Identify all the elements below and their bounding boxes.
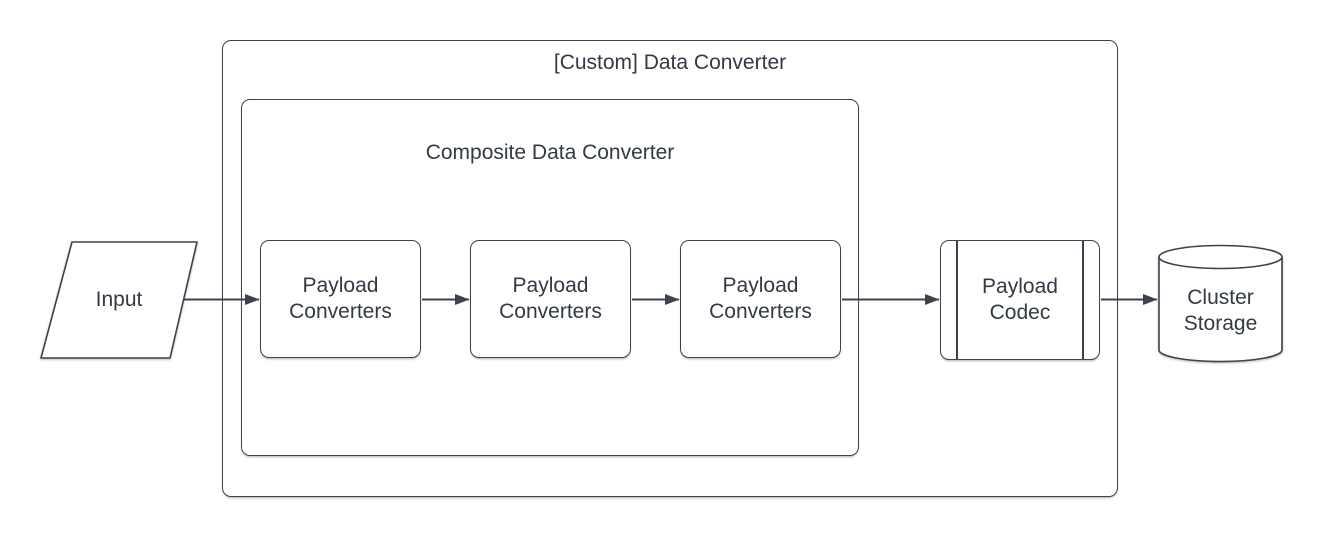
subroutine-bar-left [956, 241, 958, 359]
payload-converters-label-1: Payload Converters [289, 274, 392, 323]
payload-codec-node: Payload Codec [940, 240, 1100, 360]
input-node: Input [40, 241, 198, 359]
custom-data-converter-container: [Custom] Data Converter [222, 40, 1118, 497]
cylinder-shape [1158, 244, 1283, 363]
cluster-storage-label: Cluster Storage [1183, 285, 1258, 335]
input-label: Input [95, 288, 143, 311]
payload-converters-node-2: Payload Converters [470, 240, 631, 358]
parallelogram-shape [40, 241, 198, 359]
payload-converters-node-3: Payload Converters [680, 240, 841, 358]
composite-data-converter-container: Composite Data Converter [241, 99, 859, 456]
payload-converters-node-1: Payload Converters [260, 240, 421, 358]
payload-converters-label-3: Payload Converters [709, 274, 812, 323]
payload-codec-label: Payload Codec [982, 275, 1058, 324]
composite-data-converter-label: Composite Data Converter [425, 141, 675, 164]
payload-converters-label-2: Payload Converters [499, 274, 602, 323]
cluster-storage-node: Cluster Storage [1158, 244, 1283, 363]
subroutine-bar-right [1082, 241, 1084, 359]
custom-data-converter-label: [Custom] Data Converter [553, 51, 787, 74]
